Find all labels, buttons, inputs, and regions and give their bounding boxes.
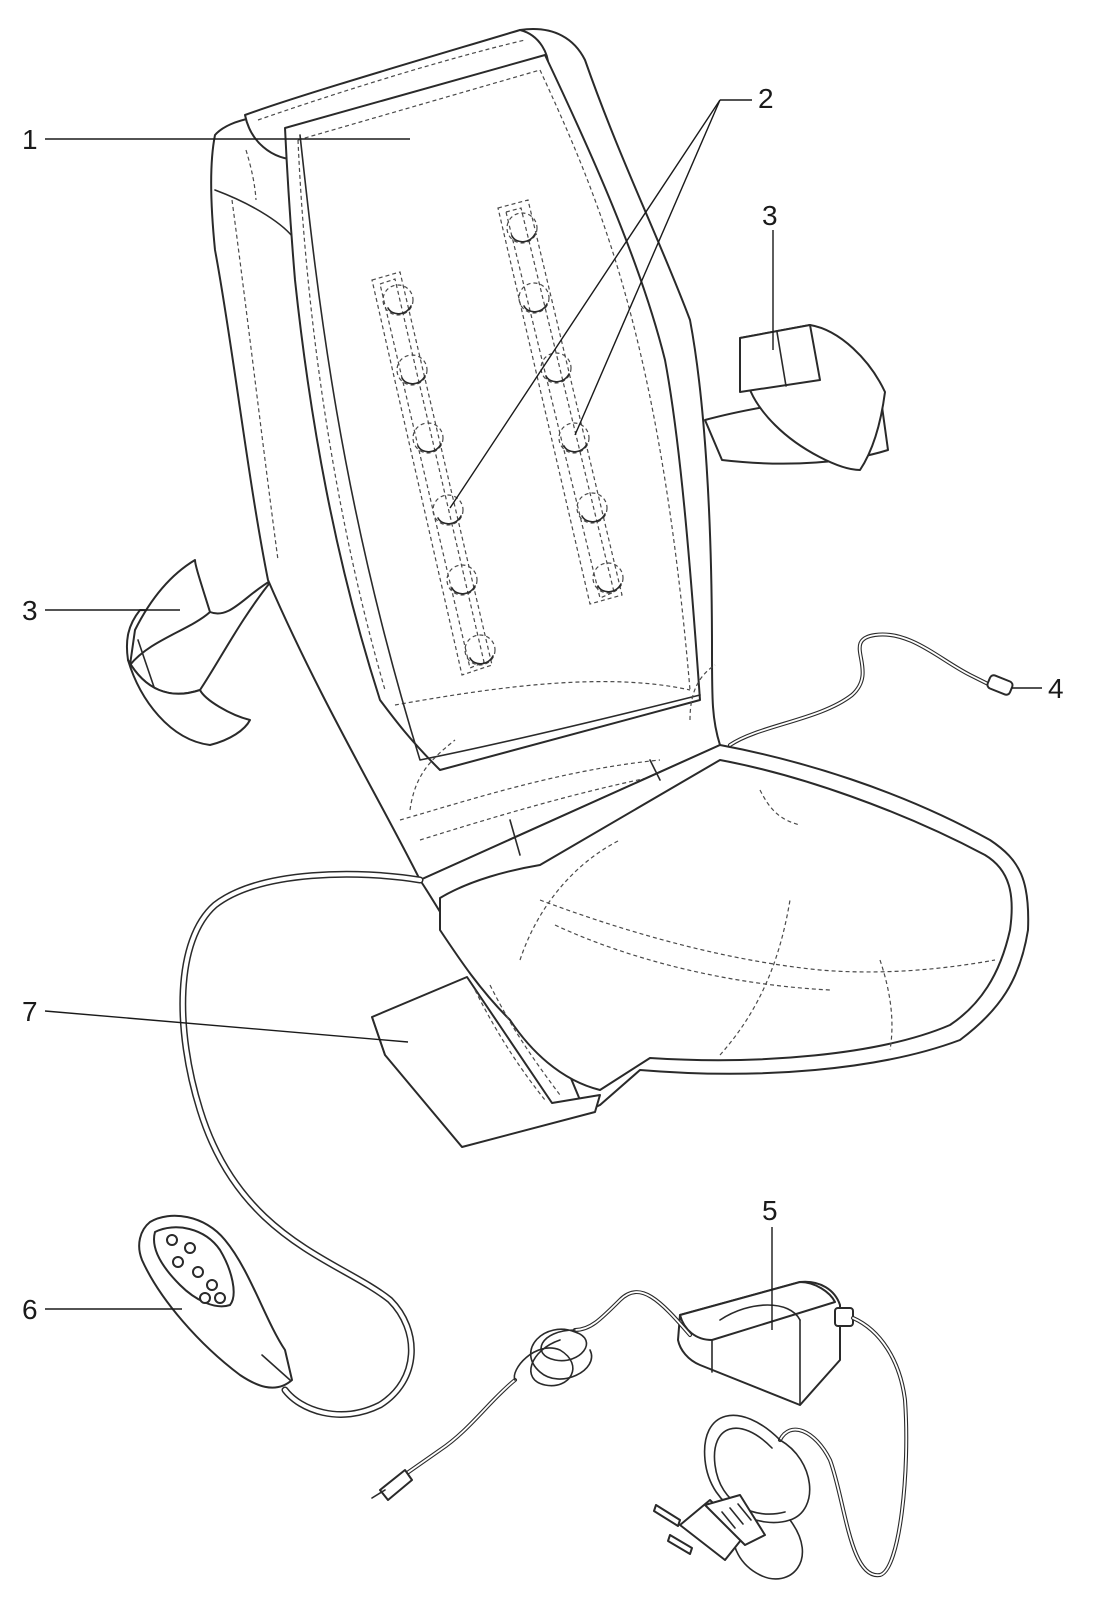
massage-node-shadow	[597, 583, 622, 593]
massage-node-shadow	[581, 513, 606, 523]
massage-node-shadow	[417, 443, 442, 453]
remote-button	[214, 1292, 226, 1304]
label-3-left: 3	[22, 595, 38, 626]
massage-node	[446, 564, 478, 596]
massage-node	[518, 282, 550, 314]
massage-rail-right	[497, 199, 623, 605]
remote-button	[192, 1266, 204, 1278]
label-1: 1	[22, 124, 38, 155]
massage-node	[592, 562, 624, 594]
massage-node	[432, 494, 464, 526]
label-3-right: 3	[762, 200, 778, 231]
mains-plug	[653, 1494, 766, 1561]
leader-lines	[44, 99, 1042, 1330]
massage-node	[576, 492, 608, 524]
controller-cable	[179, 870, 424, 1418]
massage-node-shadow	[401, 375, 426, 385]
label-4: 4	[1048, 673, 1064, 704]
seat-cushion	[419, 744, 1030, 1113]
remote-button	[199, 1292, 211, 1304]
massage-node	[464, 634, 496, 666]
massage-node-shadow	[511, 233, 536, 243]
massage-node	[540, 352, 572, 384]
remote-button	[172, 1256, 184, 1268]
remote-button	[166, 1234, 178, 1246]
massage-node	[396, 354, 428, 386]
strap-right	[704, 324, 889, 471]
massage-node	[558, 422, 590, 454]
massage-node-shadow	[387, 305, 412, 315]
callout-labels: 1 2 3 3 4 5 6 7	[22, 83, 1064, 1325]
remote-buttons	[166, 1234, 226, 1304]
connector-cable	[728, 632, 1014, 747]
label-2: 2	[758, 83, 774, 114]
massage-node-shadow	[451, 585, 476, 595]
remote-button	[184, 1242, 196, 1254]
label-6: 6	[22, 1294, 38, 1325]
massage-node-shadow	[469, 655, 494, 665]
remote-control	[138, 1214, 293, 1389]
pocket	[371, 976, 601, 1148]
power-adapter	[677, 1280, 854, 1406]
massage-node-shadow	[545, 373, 570, 383]
massage-node-shadow	[523, 303, 548, 313]
label-7: 7	[22, 996, 38, 1027]
massage-node-shadow	[563, 443, 588, 453]
label-5: 5	[762, 1195, 778, 1226]
massage-node	[382, 284, 414, 316]
massage-rail-left	[371, 271, 493, 676]
adapter-dc-cable	[371, 1290, 692, 1501]
massage-node-shadow	[437, 515, 462, 525]
massage-node	[506, 212, 538, 244]
massage-nodes	[382, 212, 624, 666]
remote-button	[206, 1279, 218, 1291]
massage-node	[412, 422, 444, 454]
strap-left	[125, 559, 273, 746]
backrest	[210, 28, 721, 881]
